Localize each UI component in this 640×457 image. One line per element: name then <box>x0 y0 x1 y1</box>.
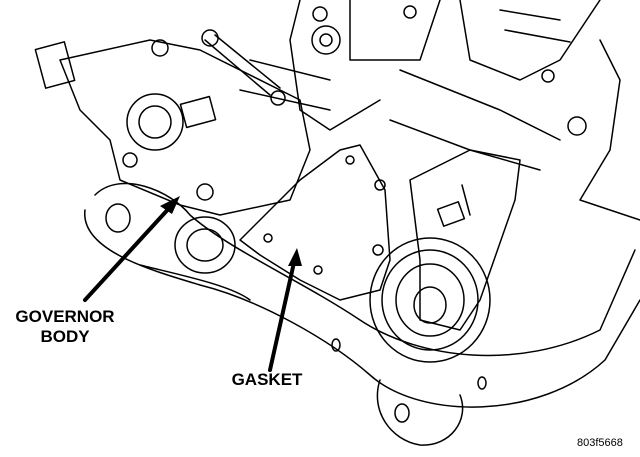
governor-body-label: GOVERNOR BODY <box>10 307 120 347</box>
gasket <box>239 144 391 301</box>
gasket-label: GASKET <box>231 370 303 389</box>
valve-body <box>239 0 640 221</box>
governor-label-line2: BODY <box>40 327 90 346</box>
gasket-leader <box>268 256 297 372</box>
governor-body <box>34 29 311 216</box>
governor-arrowhead <box>160 196 180 214</box>
gasket-arrowhead <box>288 248 302 266</box>
case-flange <box>84 182 640 446</box>
leader-arrows <box>83 203 297 372</box>
governor-leader <box>83 203 174 302</box>
governor-label-line1: GOVERNOR <box>15 307 115 326</box>
servo-bracket <box>174 149 521 363</box>
figure-code: 803f5668 <box>577 437 623 449</box>
